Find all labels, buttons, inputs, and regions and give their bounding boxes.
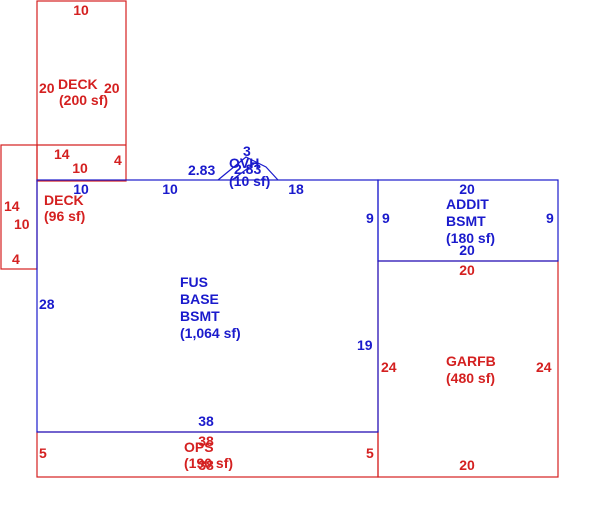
ovh-top-dim: 3 [243,143,251,159]
fus-bottom-dim: 38 [198,413,214,429]
fus-right-upper-dim: 9 [366,210,374,226]
ovh-right-dim: 2.83 [234,161,261,177]
ovh-name: OVH [229,155,259,171]
ops-name: OPS [184,439,214,455]
deck-upper-right-dim: 20 [104,80,120,96]
ovh-inner-line [231,162,256,181]
fus-left-dim: 28 [39,296,55,312]
fus-top-right-dim: 18 [288,181,304,197]
fus-right-lower-dim: 19 [357,337,373,353]
ops-top-dim: 38 [198,433,214,449]
ops-bottom-dim: 38 [198,457,214,473]
deck-upper-area: (200 sf) [59,92,108,108]
addit-top-dim: 20 [459,181,475,197]
addit-area: (180 sf) [446,230,495,246]
addit-right-dim: 9 [546,210,554,226]
deck-left-dim-bottom: 4 [12,251,20,267]
ops-right-dim: 5 [366,445,374,461]
deck-upper-lower-right-dim: 4 [114,152,122,168]
deck-upper-lower-mid-dim: 10 [72,160,88,176]
deck-upper-lower-left-dim: 14 [54,146,70,162]
fus-top-left-dim: 10 [162,181,178,197]
garfb-top-dim: 20 [459,262,475,278]
addit-bottom-dim: 20 [459,242,475,258]
addit-name-line2: BSMT [446,213,486,229]
garfb-bottom-dim: 20 [459,457,475,473]
garfb-outline [377,260,559,478]
deck-left-dim-mid: 10 [14,216,30,232]
deck-left-name: DECK [44,192,84,208]
deck-left-dim-top: 14 [4,198,20,214]
ovh-area: (10 sf) [229,173,270,189]
deck-upper-name: DECK [58,76,98,92]
fus-base-bsmt-outline [36,179,379,433]
addit-left-dim: 9 [382,210,390,226]
garfb-right-dim: 24 [536,359,552,375]
fus-area: (1,064 sf) [180,325,241,341]
ovh-left-dim: 2.83 [188,162,215,178]
garfb-area: (480 sf) [446,370,495,386]
deck-upper-top-dim: 10 [73,2,89,18]
deck-upper-left-dim: 20 [39,80,55,96]
deck-left-top-dim: 10 [73,181,89,197]
ovh-outline [217,156,279,181]
deck-upper-outline [36,0,127,182]
addit-name-line1: ADDIT [446,196,489,212]
fus-name-line3: BSMT [180,308,220,324]
fus-name-line1: FUS [180,274,208,290]
garfb-left-dim: 24 [381,359,397,375]
ops-area: (190 sf) [184,455,233,471]
garfb-name: GARFB [446,353,496,369]
deck-left-area: (96 sf) [44,208,85,224]
ops-left-dim: 5 [39,445,47,461]
fus-name-line2: BASE [180,291,219,307]
addit-bsmt-outline [377,179,559,262]
